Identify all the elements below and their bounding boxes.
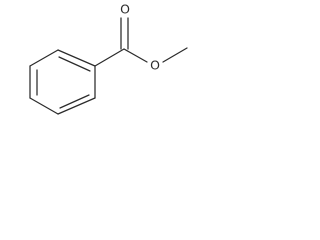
ring-bond-c4-c5 [29, 97, 59, 115]
ring-double-bond-c1-c2 [58, 56, 91, 72]
carbonyl-oxygen-label: O [120, 2, 130, 17]
ester-oxygen-label: O [150, 58, 160, 73]
ester-bond-c-o [123, 48, 148, 63]
ring-bond-c5-c6 [57, 97, 96, 115]
molecule-diagram: O O [0, 0, 198, 140]
ring-bond-c2-c3 [29, 49, 59, 67]
ring-to-carbonyl-bond [94, 48, 125, 67]
cycloheptatriene-ring [29, 49, 96, 115]
ring-bond-c1-c2 [57, 49, 96, 67]
ring-double-bond-c5-c6 [59, 94, 90, 109]
ester-oxygen-background [148, 59, 162, 73]
carbonyl-oxygen-background [118, 3, 132, 17]
skeletal-formula: O O [29, 2, 188, 115]
ester-bond-o-methyl [162, 47, 188, 63]
ester-group: O O [94, 2, 188, 73]
